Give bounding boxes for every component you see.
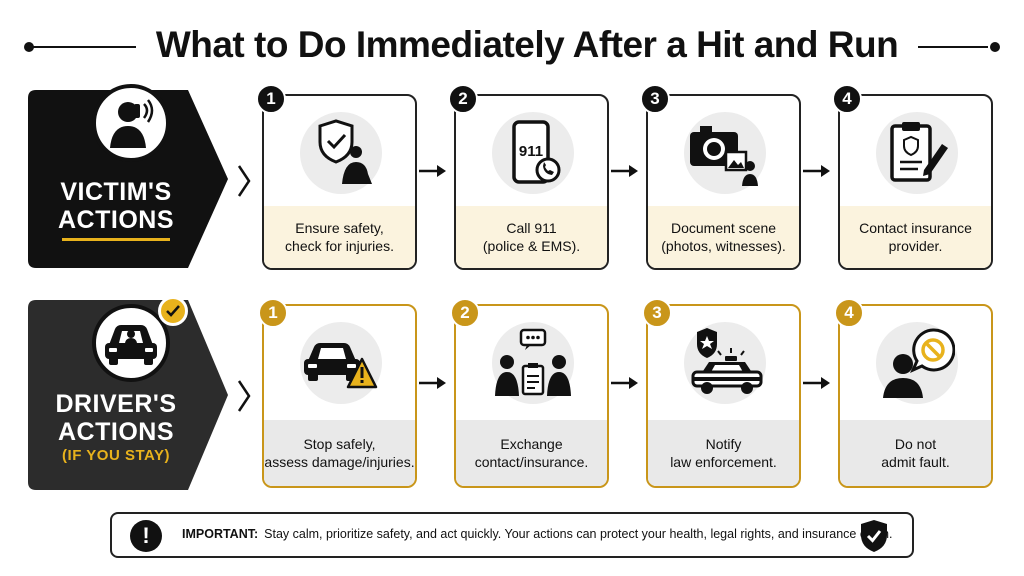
people-exchange-icon [492,322,574,404]
victim-step-3-card: Document scene (photos, witnesses). [646,94,801,270]
victim-role-underline [62,238,170,241]
victim-step-4-card: Contact insurance provider. [838,94,993,270]
victim-step-2-card: 911 Call 911 (police & EMS). [454,94,609,270]
victim-role-line2: ACTIONS [58,206,174,234]
shield-check-icon [861,520,887,552]
driver-role-line1: DRIVER'S [55,390,177,418]
driver-row: DRIVER'S ACTIONS (IF YOU STAY) St [0,296,1024,492]
arrow-right-icon [611,377,638,389]
victim-step-4-line1: Contact insurance [859,220,972,236]
arrow-right-icon [419,165,446,177]
victim-step-4-text: Contact insurance provider. [840,206,991,268]
driver-role-panel: DRIVER'S ACTIONS (IF YOU STAY) [28,296,251,492]
person-phone-icon [92,84,170,162]
driver-step-2-line2: contact/insurance. [474,454,589,470]
victim-step-3-text: Document scene (photos, witnesses). [648,206,799,268]
victim-step-2-number: 2 [448,84,478,114]
driver-step-1-text: Stop safely, assess damage/injuries. [264,420,415,486]
police-car-badge-icon [684,322,766,404]
driver-step-1-card: Stop safely, assess damage/injuries. [262,304,417,488]
important-note: ! IMPORTANT: Stay calm, prioritize safety… [110,512,914,558]
driver-step-3-line2: law enforcement. [670,454,777,470]
victim-step-3-line2: (photos, witnesses). [661,238,786,254]
driver-step-4-card: Do not admit fault. [838,304,993,488]
victim-step-1-card: Ensure safety, check for injuries. [262,94,417,270]
victim-step-2-line1: Call 911 [506,220,557,236]
victim-row: VICTIM'S ACTIONS Ensure safety, check fo… [0,84,1024,272]
driver-role-title: DRIVER'S ACTIONS [28,390,204,446]
driver-step-3-card: Notify law enforcement. [646,304,801,488]
car-driver-icon [92,304,170,382]
driver-role-line2: ACTIONS [58,418,174,446]
driver-step-2-number: 2 [450,298,480,328]
driver-role-shape [28,300,228,490]
clipboard-pen-icon [876,112,958,194]
victim-step-3-number: 3 [640,84,670,114]
arrow-right-icon [611,165,638,177]
chevron-right-icon [237,380,251,412]
arrow-right-icon [803,165,830,177]
victim-step-4-number: 4 [832,84,862,114]
driver-step-4-text: Do not admit fault. [840,420,991,486]
driver-step-2-line1: Exchange [500,436,563,452]
driver-step-1-line1: Stop safely, [303,436,376,452]
driver-step-3-number: 3 [642,298,672,328]
victim-step-2-text: Call 911 (police & EMS). [456,206,607,268]
driver-step-4-line2: admit fault. [881,454,950,470]
title-dot-right [990,42,1000,52]
shield-person-icon [300,112,382,194]
victim-step-3-line1: Document scene [670,220,777,236]
driver-step-3-line1: Notify [705,436,742,452]
driver-step-3-text: Notify law enforcement. [648,420,799,486]
driver-step-4-number: 4 [834,298,864,328]
camera-icon [684,112,766,194]
person-no-icon [876,322,958,404]
victim-step-1-text: Ensure safety, check for injuries. [264,206,415,268]
important-label: IMPORTANT: [182,527,259,541]
important-text: IMPORTANT: Stay calm, prioritize safety, … [182,527,892,541]
title-rule-right [918,46,988,48]
victim-step-1-line1: Ensure safety, [295,220,384,236]
phone-911-icon: 911 [492,112,574,194]
victim-step-1-line2: check for injuries. [285,238,394,254]
important-message: Stay calm, prioritize safety, and act qu… [264,527,893,541]
svg-text:911: 911 [519,143,543,160]
victim-role-panel: VICTIM'S ACTIONS [28,84,251,272]
check-badge-icon [158,296,188,326]
arrow-right-icon [803,377,830,389]
arrow-right-icon [419,377,446,389]
victim-role-shape [28,90,228,268]
chevron-right-icon [237,165,251,197]
driver-step-2-card: Exchange contact/insurance. [454,304,609,488]
car-warning-icon [300,322,382,404]
exclamation-icon: ! [130,520,162,552]
victim-step-1-number: 1 [256,84,286,114]
title-row: What to Do Immediately After a Hit and R… [0,18,1024,74]
victim-step-4-line2: provider. [888,238,943,254]
victim-role-line1: VICTIM'S [60,178,172,206]
victim-step-2-line2: (police & EMS). [482,238,581,254]
driver-step-1-number: 1 [258,298,288,328]
driver-step-1-line2: assess damage/injuries. [264,454,415,470]
driver-step-4-line1: Do not [894,436,937,452]
title-rule-left [28,46,136,48]
page-title: What to Do Immediately After a Hit and R… [155,24,899,65]
driver-role-subtitle: (IF YOU STAY) [62,447,170,464]
driver-step-2-text: Exchange contact/insurance. [456,420,607,486]
victim-role-title: VICTIM'S ACTIONS [28,178,204,234]
